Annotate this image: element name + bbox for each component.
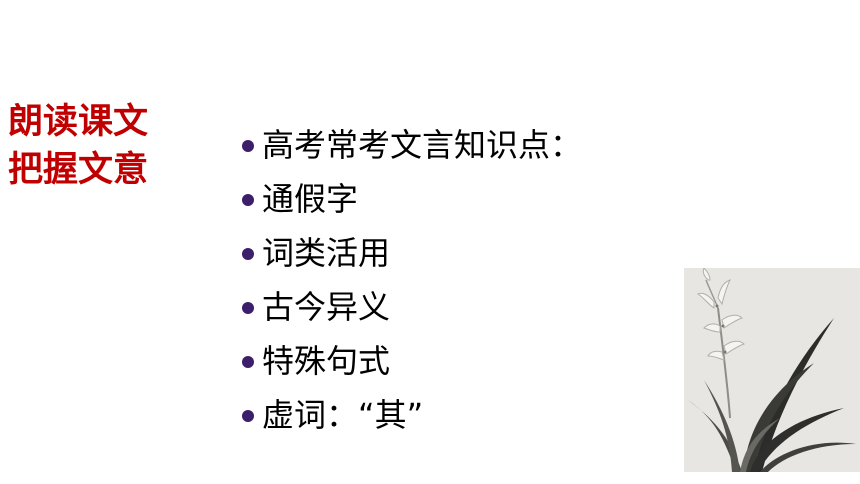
side-title-line-1: 朗读课文	[8, 102, 149, 142]
orchid-painting	[684, 268, 860, 472]
bullet-item: 高考常考文言知识点：	[242, 116, 582, 170]
bullet-dot-icon	[242, 248, 254, 260]
bullet-dot-icon	[242, 302, 254, 314]
bullet-item: 古今异义	[242, 278, 582, 332]
bullet-text: 虚词：“其”	[262, 396, 424, 434]
bullet-text: 特殊句式	[262, 342, 391, 380]
bullet-dot-icon	[242, 410, 254, 422]
bullet-item: 特殊句式	[242, 332, 582, 386]
bullet-text: 高考常考文言知识点：	[262, 126, 583, 164]
bullet-item: 虚词：“其”	[242, 386, 582, 440]
bullet-item: 通假字	[242, 170, 582, 224]
bullet-dot-icon	[242, 194, 254, 206]
side-title-line-2: 把握文意	[8, 150, 149, 190]
bullet-text: 通假字	[262, 180, 359, 218]
bullet-dot-icon	[242, 356, 254, 368]
bullet-item: 词类活用	[242, 224, 582, 278]
bullet-dot-icon	[242, 140, 254, 152]
bullet-list: 高考常考文言知识点： 通假字 词类活用 古今异义 特殊句式 虚词：“其”	[242, 116, 582, 440]
orchid-ink-painting-icon	[684, 268, 860, 472]
side-title: 朗读课文 把握文意	[8, 98, 148, 194]
bullet-text: 古今异义	[262, 288, 391, 326]
bullet-text: 词类活用	[262, 234, 391, 272]
